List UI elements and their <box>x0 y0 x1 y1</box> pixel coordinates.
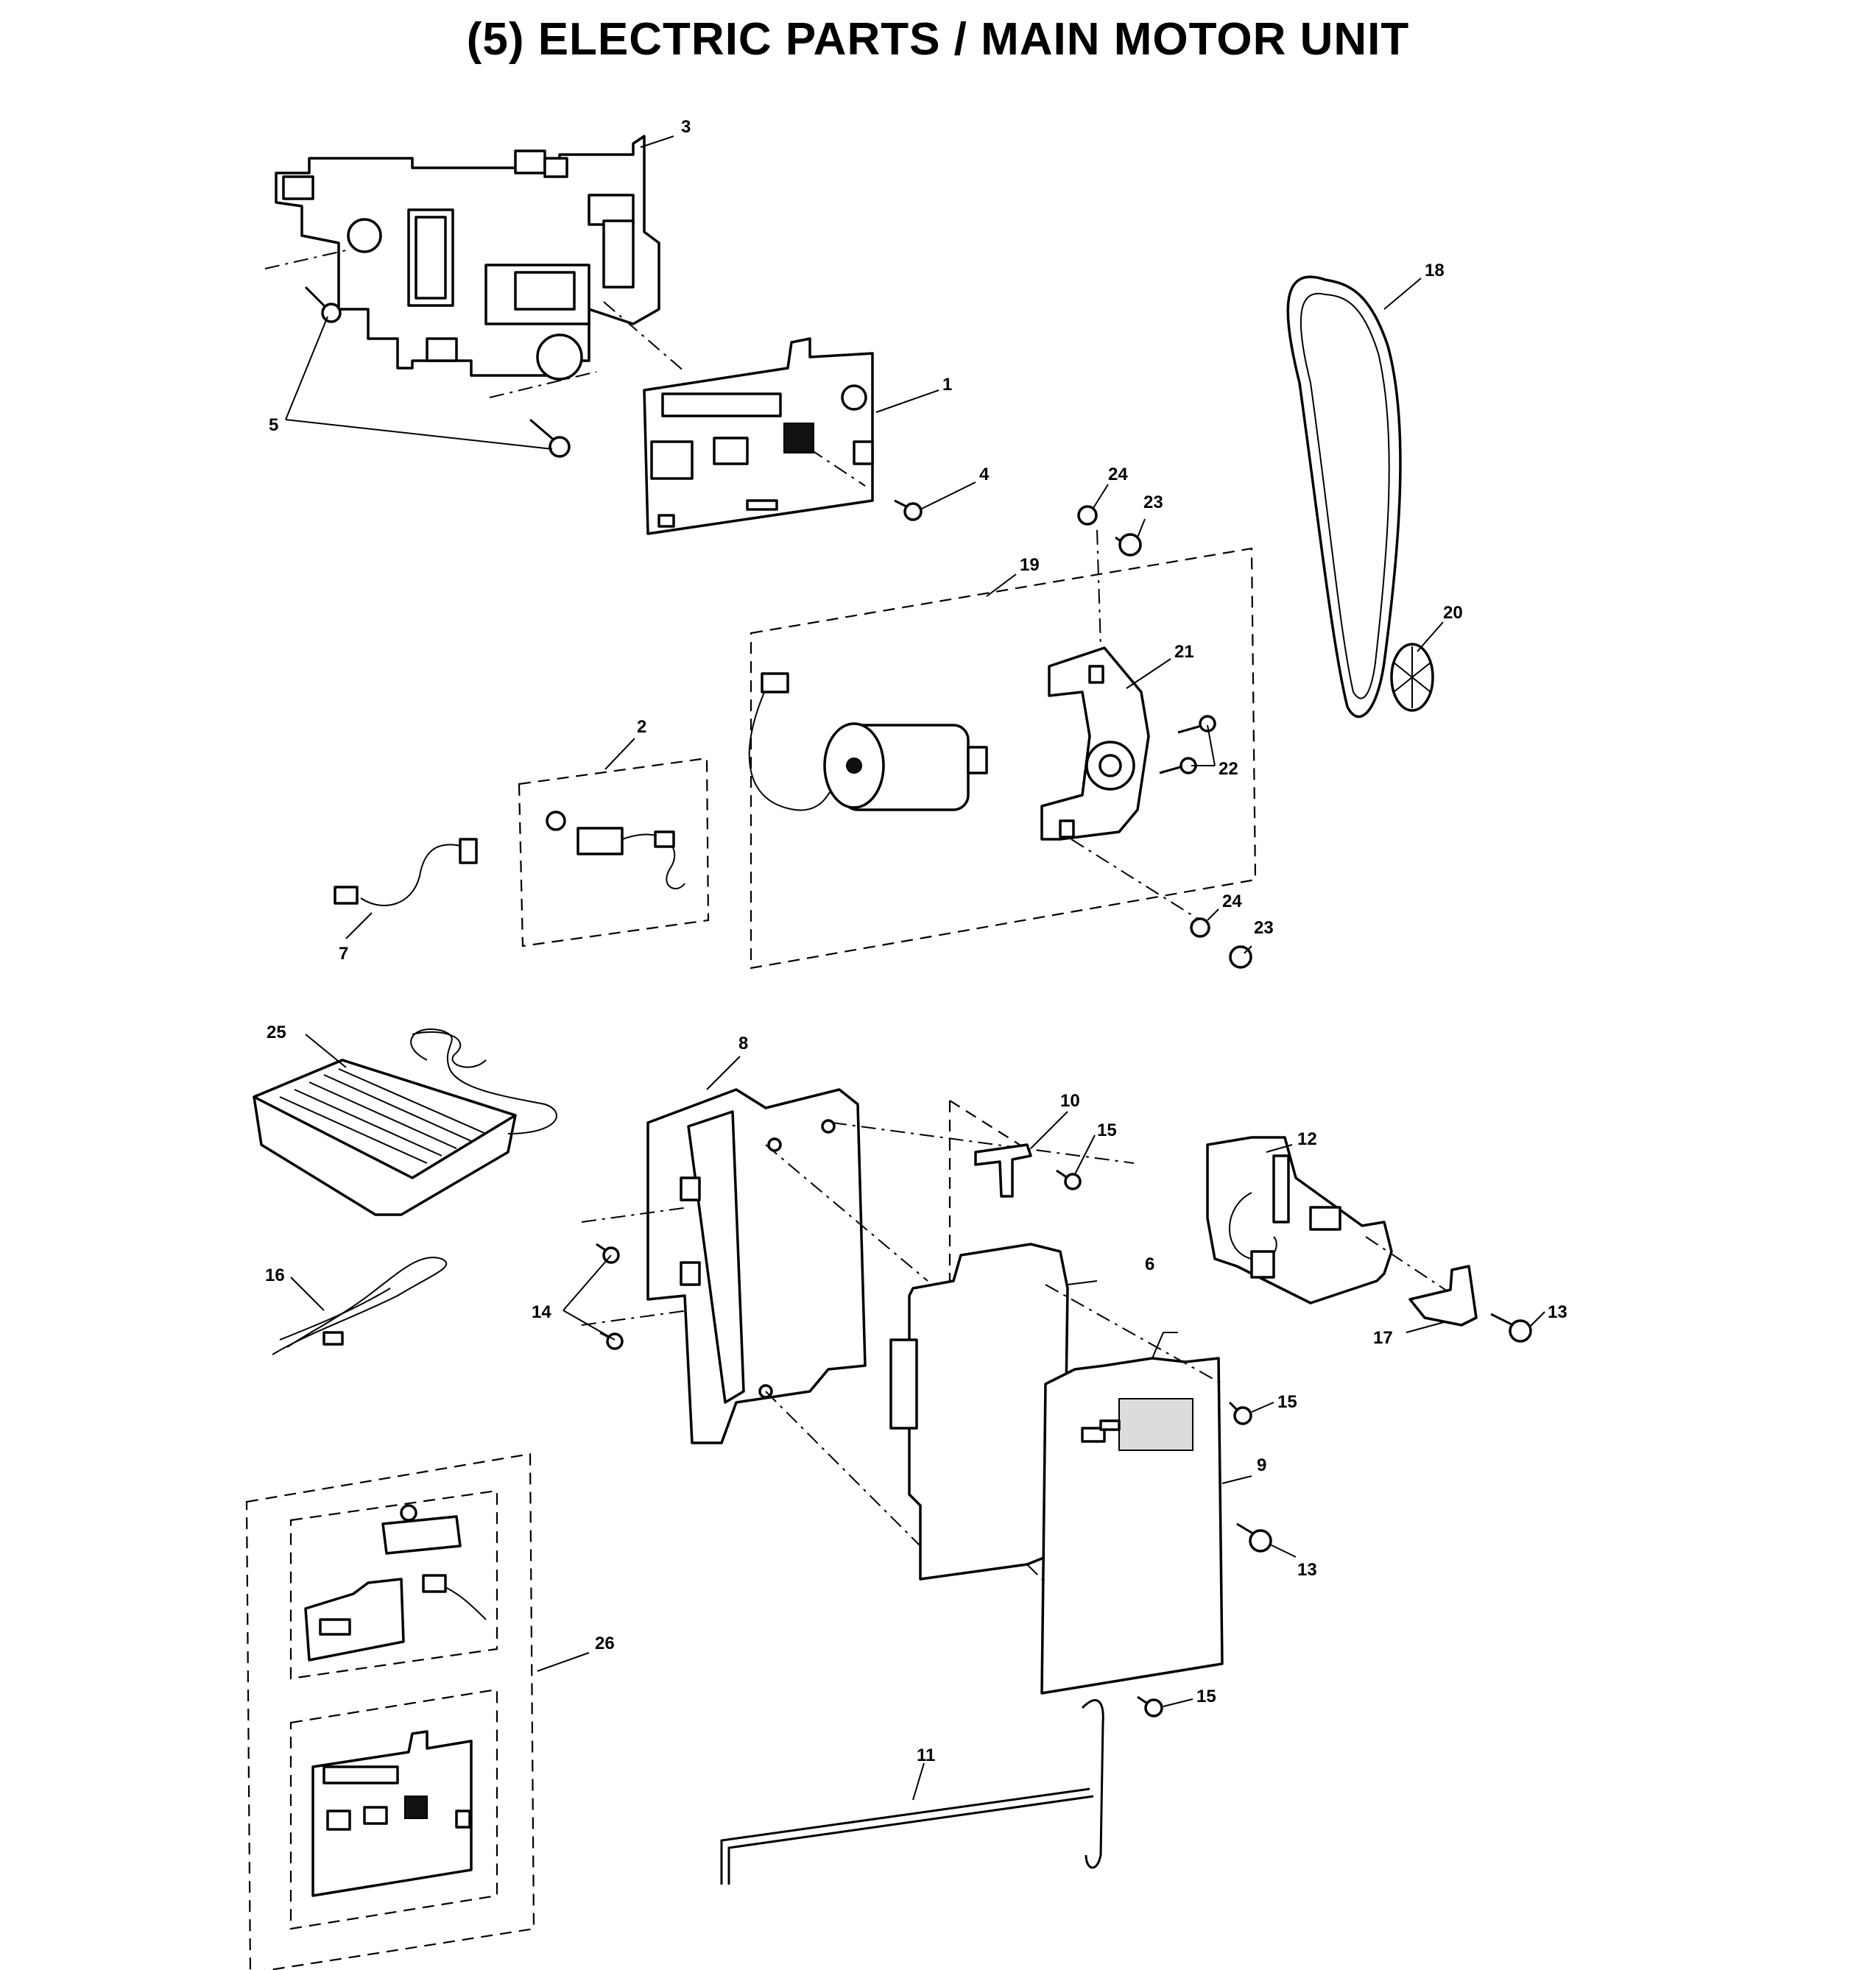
callout-6: 6 <box>1145 1254 1154 1274</box>
part-15-screws-lower <box>1137 1401 1252 1717</box>
part-5-screws <box>304 286 571 458</box>
part-13-screws <box>1236 1313 1532 1553</box>
part-22-screws <box>1159 715 1216 774</box>
callout-25: 25 <box>267 1023 286 1042</box>
callout-5: 5 <box>269 415 278 435</box>
part-18-belt <box>1286 275 1402 719</box>
callout-15-bottom: 15 <box>1196 1687 1216 1706</box>
callout-3: 3 <box>681 117 691 137</box>
part-25-foot-controller <box>253 1028 557 1216</box>
callout-15-mid: 15 <box>1277 1392 1297 1412</box>
part-2-switch-assembly <box>518 757 710 947</box>
part-23-24-fasteners <box>1077 505 1252 969</box>
callout-7: 7 <box>339 944 348 964</box>
callout-15-top: 15 <box>1097 1120 1117 1140</box>
callout-26: 26 <box>595 1634 615 1653</box>
callout-24-upper: 24 <box>1108 465 1128 484</box>
part-21-motor-bracket <box>1040 646 1150 841</box>
part-19-motor-assembly <box>748 547 1257 970</box>
part-10-bracket <box>974 1143 1032 1198</box>
callouts: 3 1 4 5 6 7 8 9 10 11 12 13 13 14 15 15 … <box>265 117 1568 1765</box>
part-3-bracket <box>275 135 660 381</box>
leader-2 <box>604 738 635 770</box>
vent-grid <box>1118 1398 1193 1451</box>
part-7-harness <box>334 838 478 906</box>
part-11-rod <box>720 1699 1104 1885</box>
part-14-screws <box>596 1243 624 1350</box>
part-6-plate <box>889 1243 1069 1581</box>
part-15-screw-upper <box>1056 1169 1082 1190</box>
callout-22: 22 <box>1219 759 1238 779</box>
callout-21: 21 <box>1174 642 1194 662</box>
callout-24-lower: 24 <box>1222 892 1242 911</box>
callout-2: 2 <box>637 717 646 737</box>
callout-17: 17 <box>1373 1328 1393 1348</box>
callout-18: 18 <box>1425 261 1445 280</box>
diagram-title: (5) ELECTRIC PARTS / MAIN MOTOR UNIT <box>466 14 1410 65</box>
callout-10: 10 <box>1060 1091 1080 1111</box>
callout-16: 16 <box>265 1265 285 1285</box>
part-20-pulley <box>1390 643 1434 712</box>
part-9-cover <box>1040 1332 1224 1695</box>
part-26-kit <box>245 1452 535 1970</box>
callout-11: 11 <box>917 1745 935 1765</box>
callout-13-upper: 13 <box>1548 1302 1568 1322</box>
leader-lines <box>285 135 1545 1801</box>
callout-23-lower: 23 <box>1254 918 1274 938</box>
callout-9: 9 <box>1257 1455 1266 1475</box>
callout-4: 4 <box>979 465 990 484</box>
part-12-unit <box>1206 1136 1393 1304</box>
callout-8: 8 <box>738 1034 748 1053</box>
callout-12: 12 <box>1297 1129 1317 1149</box>
callout-20: 20 <box>1443 603 1463 623</box>
part-8-frame <box>646 1088 867 1444</box>
callout-1: 1 <box>942 375 952 395</box>
callout-14: 14 <box>532 1302 551 1322</box>
callout-23-upper: 23 <box>1143 493 1163 512</box>
part-4-screw <box>894 499 923 521</box>
callout-19: 19 <box>1020 555 1040 575</box>
callout-13-lower: 13 <box>1297 1560 1317 1580</box>
part-1-main-pcb <box>643 337 874 535</box>
part-16-power-cord <box>272 1257 448 1355</box>
part-17-bracket <box>1408 1265 1478 1327</box>
